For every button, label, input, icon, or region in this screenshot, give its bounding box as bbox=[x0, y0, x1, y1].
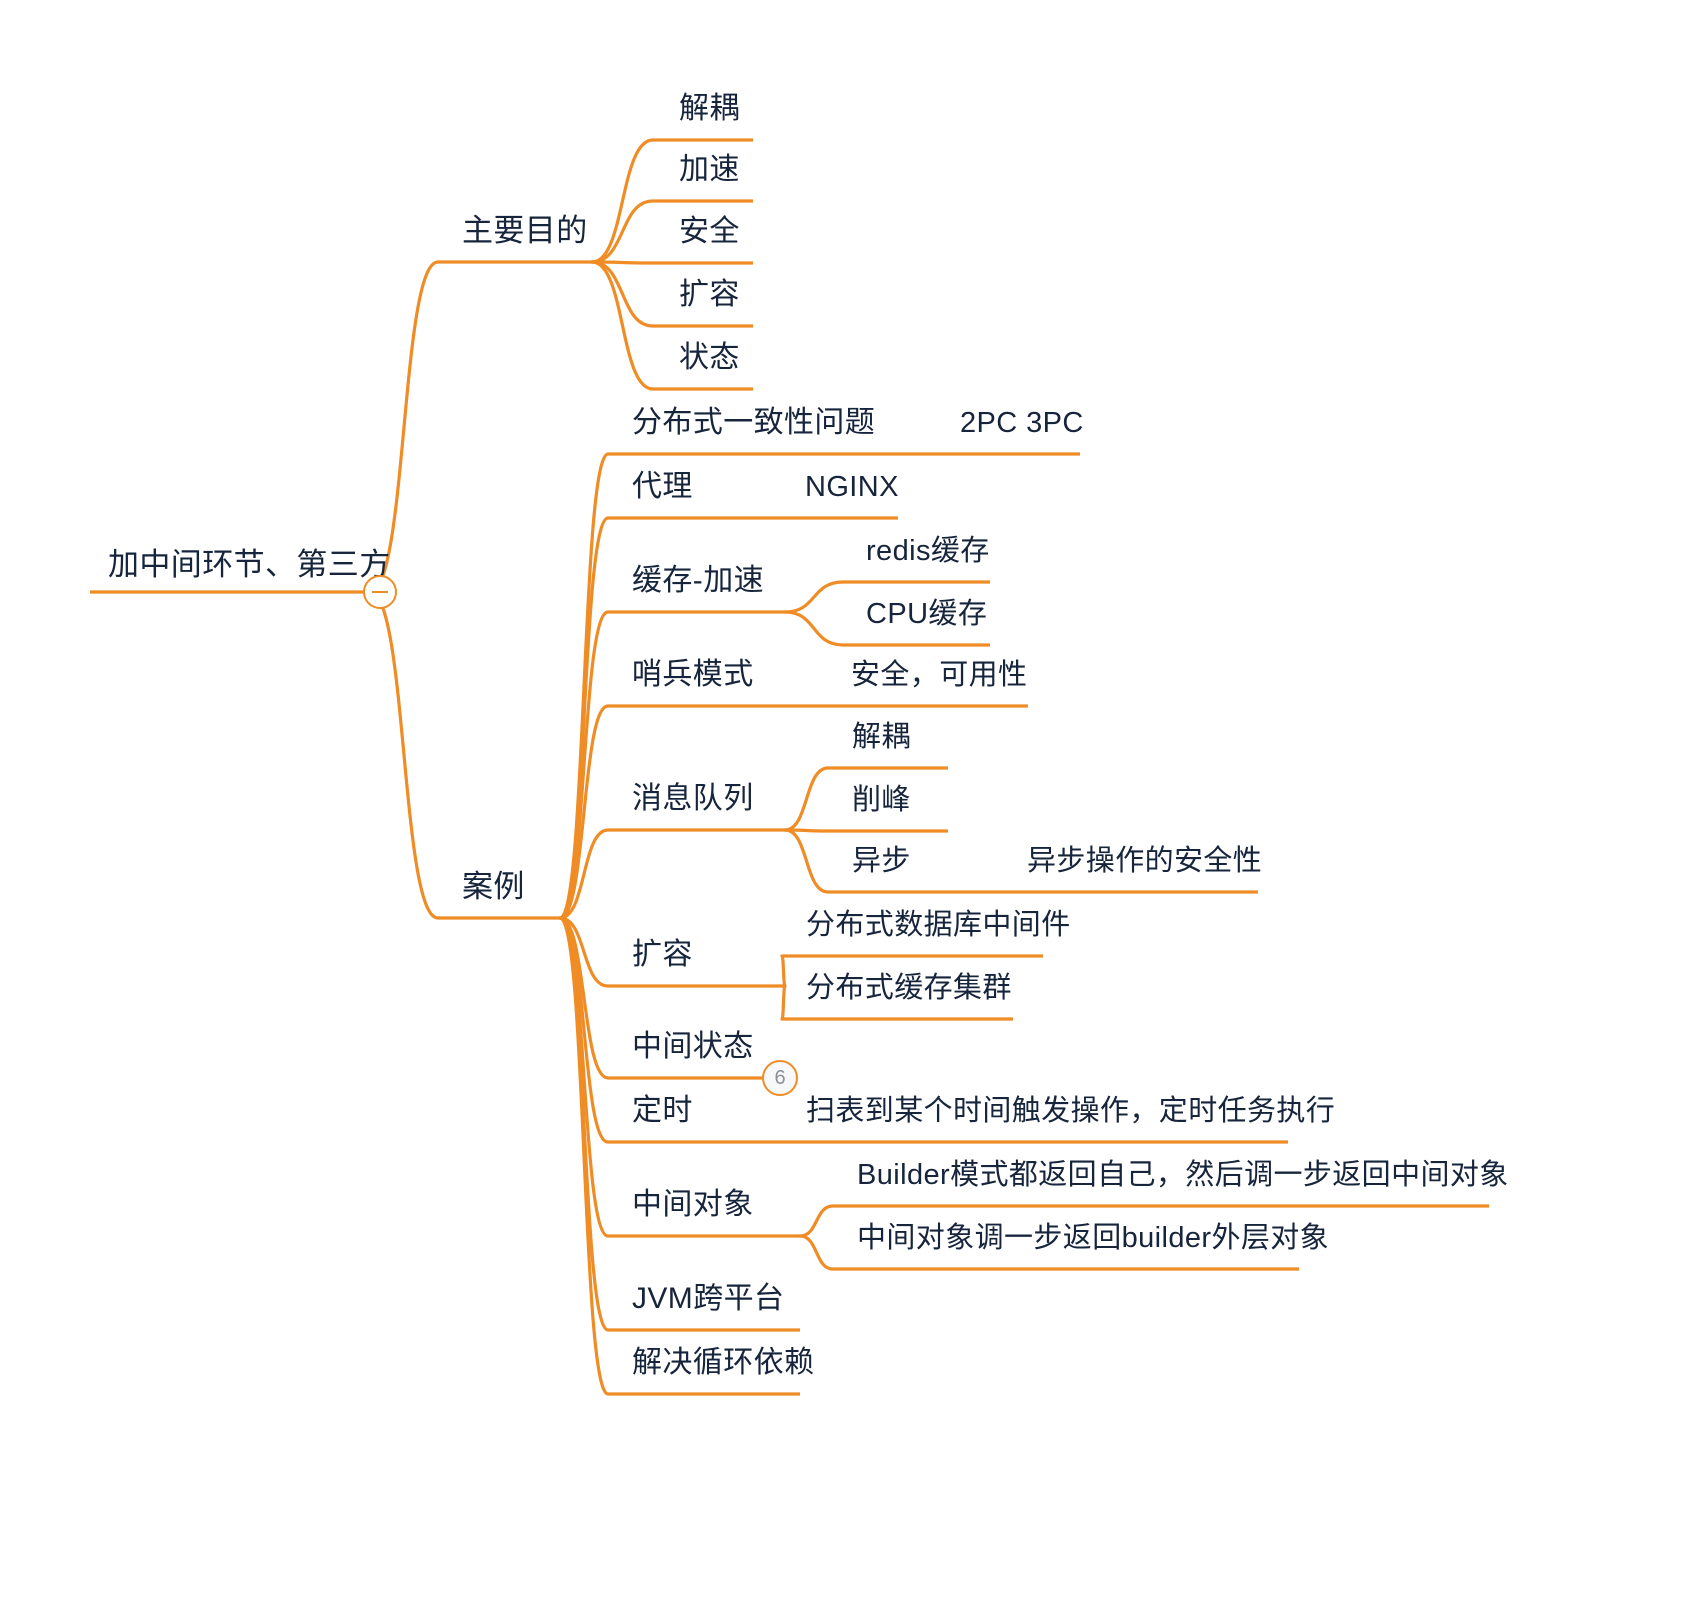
node-intermediate-object[interactable]: 中间对象 bbox=[632, 1188, 754, 1221]
node-nginx[interactable]: NGINX bbox=[805, 471, 899, 503]
node-builder-pattern-detail[interactable]: Builder模式都返回自己，然后调一步返回中间对象 bbox=[857, 1159, 1509, 1191]
node-intermediate-state[interactable]: 中间状态 bbox=[632, 1030, 754, 1063]
root-collapse-button[interactable] bbox=[363, 575, 397, 609]
node-builder-outer-object-detail[interactable]: 中间对象调一步返回builder外层对象 bbox=[857, 1222, 1330, 1254]
branch-node-cases[interactable]: 案例 bbox=[462, 869, 525, 904]
node-2pc-3pc[interactable]: 2PC 3PC bbox=[960, 407, 1084, 439]
node-redis-cache[interactable]: redis缓存 bbox=[866, 535, 990, 567]
node-distributed-cache-cluster[interactable]: 分布式缓存集群 bbox=[806, 972, 1012, 1004]
node-mq-async[interactable]: 异步 bbox=[852, 845, 911, 877]
node-acceleration[interactable]: 加速 bbox=[679, 153, 740, 186]
node-sentinel-mode[interactable]: 哨兵模式 bbox=[632, 658, 754, 691]
branch-node-main-purpose[interactable]: 主要目的 bbox=[462, 213, 588, 248]
node-distributed-db-middleware[interactable]: 分布式数据库中间件 bbox=[806, 909, 1071, 941]
node-async-operation-safety[interactable]: 异步操作的安全性 bbox=[1027, 845, 1263, 877]
collapsed-children-badge[interactable]: 6 bbox=[762, 1060, 798, 1096]
node-jvm-cross-platform[interactable]: JVM跨平台 bbox=[632, 1282, 785, 1315]
node-case-scaling[interactable]: 扩容 bbox=[632, 938, 693, 971]
node-decoupling[interactable]: 解耦 bbox=[679, 92, 740, 125]
node-distributed-consistency[interactable]: 分布式一致性问题 bbox=[632, 406, 876, 439]
node-state[interactable]: 状态 bbox=[679, 341, 740, 374]
node-cpu-cache[interactable]: CPU缓存 bbox=[866, 598, 988, 630]
node-mq-decoupling[interactable]: 解耦 bbox=[852, 721, 911, 753]
node-message-queue[interactable]: 消息队列 bbox=[632, 782, 754, 815]
node-proxy[interactable]: 代理 bbox=[632, 470, 693, 503]
node-cache-acceleration[interactable]: 缓存-加速 bbox=[632, 564, 764, 597]
node-scaling[interactable]: 扩容 bbox=[679, 278, 740, 311]
node-security[interactable]: 安全 bbox=[679, 215, 740, 248]
node-scheduled[interactable]: 定时 bbox=[632, 1094, 693, 1127]
node-security-availability[interactable]: 安全，可用性 bbox=[851, 659, 1028, 691]
node-scheduled-task-detail[interactable]: 扫表到某个时间触发操作，定时任务执行 bbox=[806, 1095, 1336, 1127]
root-node-label[interactable]: 加中间环节、第三方 bbox=[108, 547, 391, 582]
node-circular-dependency[interactable]: 解决循环依赖 bbox=[632, 1346, 815, 1379]
node-mq-peak-shaving[interactable]: 削峰 bbox=[852, 784, 911, 816]
